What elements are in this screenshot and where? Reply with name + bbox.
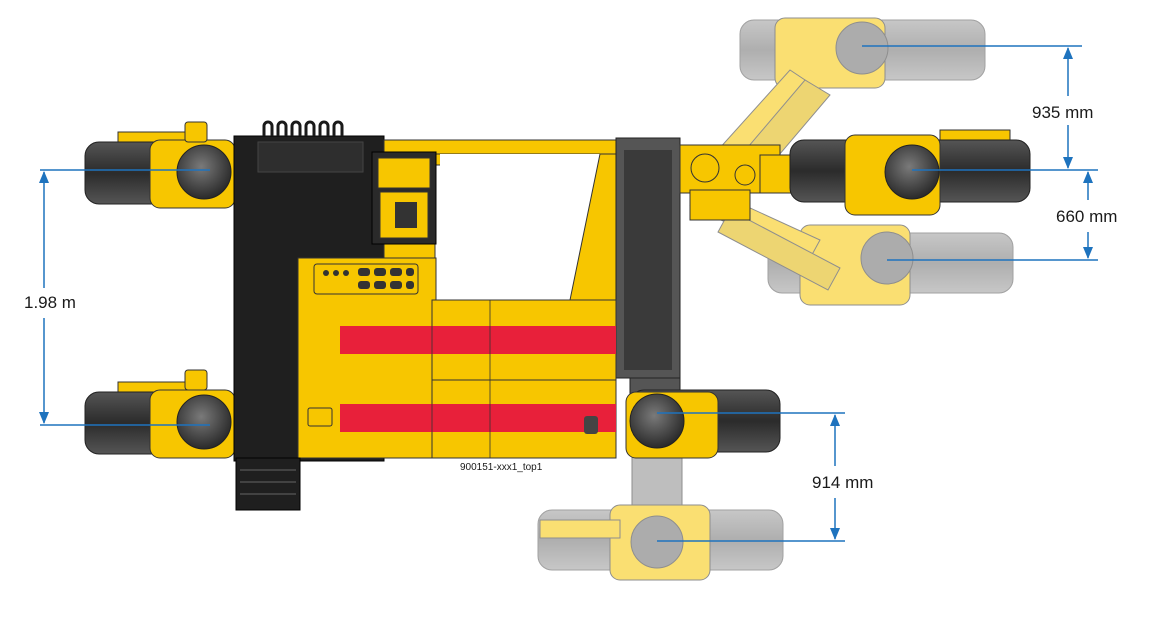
cable-loops xyxy=(262,120,344,136)
chassis xyxy=(233,120,681,511)
rear-spacing-label: 914 mm xyxy=(812,473,873,492)
ghost-rear-leg xyxy=(537,444,784,581)
width-dimension-label: 1.98 m xyxy=(24,293,76,312)
ghost-front-leg-lower xyxy=(689,184,1014,306)
access-steps xyxy=(235,457,301,511)
front-spacing-2-label: 660 mm xyxy=(1056,207,1117,226)
rear-left-upper-wheel xyxy=(84,121,236,209)
front-right-wheel xyxy=(789,129,1031,216)
rear-left-lower-wheel xyxy=(84,369,236,459)
red-stripe-lower xyxy=(340,404,616,432)
red-stripe-upper xyxy=(340,326,616,354)
drawing-code: 900151-xxx1_top1 xyxy=(460,462,543,473)
dimension-lines xyxy=(39,45,1098,542)
rear-right-wheel xyxy=(625,389,781,459)
front-spacing-1-label: 935 mm xyxy=(1032,103,1093,122)
